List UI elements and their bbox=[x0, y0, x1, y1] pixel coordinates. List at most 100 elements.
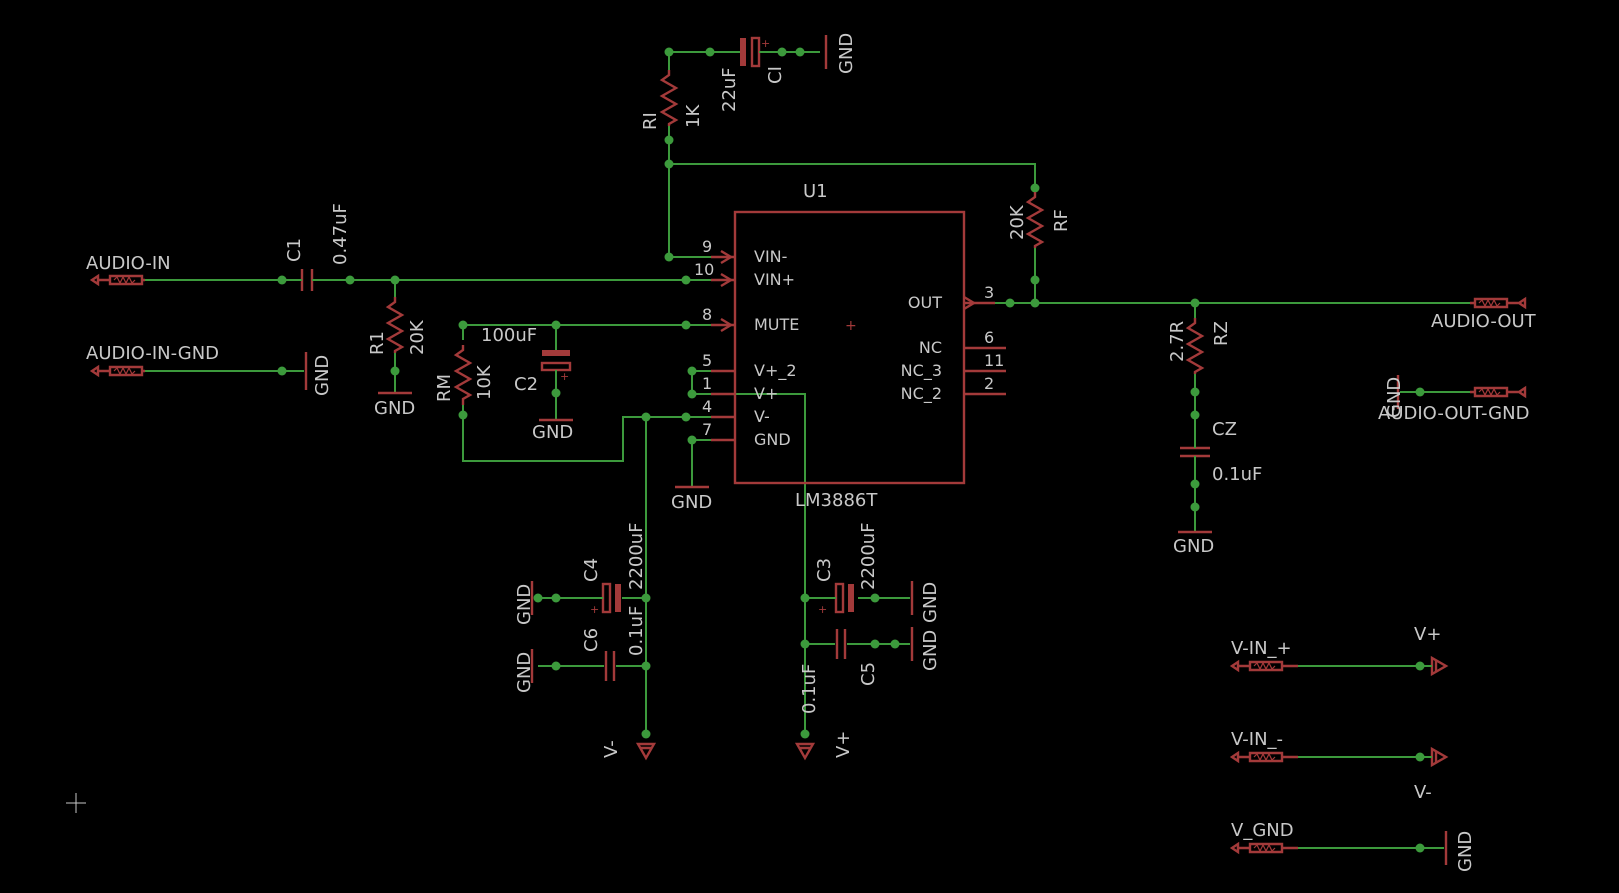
c6-value: 0.1uF bbox=[626, 606, 647, 656]
gnd-label-v-gnd: GND bbox=[1455, 831, 1476, 872]
capacitor-cz[interactable]: CZ 0.1uF bbox=[1180, 419, 1262, 485]
ci-name: CI bbox=[765, 66, 786, 84]
c3-name: C3 bbox=[814, 558, 835, 582]
capacitor-c5[interactable]: 0.1uF C5 bbox=[799, 629, 879, 714]
supply-v-minus-connector: V- bbox=[1414, 746, 1449, 803]
ri-value: 1K bbox=[683, 104, 704, 128]
capacitor-c1[interactable]: C1 0.47uF bbox=[282, 203, 351, 291]
gnd-label-audio-in: GND bbox=[312, 355, 333, 396]
ri-name: RI bbox=[640, 112, 661, 130]
pin-number-6: 6 bbox=[984, 328, 994, 347]
v-plus-label-bottom: V+ bbox=[833, 731, 854, 758]
rf-value: 20K bbox=[1007, 204, 1028, 240]
rf-name: RF bbox=[1051, 209, 1072, 232]
capacitor-c2[interactable]: + 100uF C2 bbox=[481, 325, 572, 395]
audio-out-connector[interactable]: AUDIO-OUT bbox=[1431, 296, 1537, 332]
cz-name: CZ bbox=[1212, 419, 1237, 440]
rz-value: 2.7R bbox=[1167, 321, 1188, 362]
pin-number-3: 3 bbox=[984, 283, 994, 302]
audio-out-gnd-label: AUDIO-OUT-GND bbox=[1378, 403, 1529, 424]
resistor-r1[interactable]: R1 20K bbox=[367, 297, 428, 355]
audio-out-gnd-connector[interactable]: AUDIO-OUT-GND bbox=[1378, 385, 1529, 424]
pin-vplus-2: V+_2 bbox=[754, 361, 797, 381]
c2-name: C2 bbox=[514, 374, 538, 395]
cursor-crosshair-icon bbox=[66, 793, 86, 813]
svg-text:+: + bbox=[818, 603, 827, 616]
gnd-label-c3: GND bbox=[920, 582, 941, 623]
pin-nc-3: NC_3 bbox=[901, 361, 942, 381]
gnd-symbol-c3: GND bbox=[910, 581, 941, 623]
svg-text:+: + bbox=[761, 37, 770, 50]
v-minus-label-connector: V- bbox=[1414, 782, 1432, 803]
gnd-label-c2: GND bbox=[532, 422, 573, 443]
capacitor-c4[interactable]: + C4 2200uF bbox=[581, 522, 647, 616]
v-in-plus-label: V-IN_+ bbox=[1231, 638, 1292, 659]
ic-name: U1 bbox=[803, 181, 828, 202]
ic-u1[interactable]: U1 LM3886T + VIN- VIN+ MUTE V+_2 V+ V- G… bbox=[694, 181, 1006, 511]
c2-value: 100uF bbox=[481, 325, 537, 346]
cz-value: 0.1uF bbox=[1212, 464, 1262, 485]
pin-gnd: GND bbox=[754, 430, 791, 449]
c5-name: C5 bbox=[858, 662, 879, 686]
gnd-label-c4: GND bbox=[514, 584, 535, 625]
c1-name: C1 bbox=[284, 238, 305, 262]
gnd-label-c5: GND bbox=[920, 630, 941, 671]
pin-vin-plus: VIN+ bbox=[754, 270, 795, 289]
gnd-label-ic: GND bbox=[671, 492, 712, 513]
c3-value: 2200uF bbox=[858, 522, 879, 590]
gnd-label-ci: GND bbox=[836, 33, 857, 74]
rm-value: 10K bbox=[474, 364, 495, 400]
v-in-minus-label: V-IN_- bbox=[1231, 729, 1283, 750]
pin-nc-2: NC_2 bbox=[901, 384, 942, 404]
ic-value: LM3886T bbox=[795, 490, 878, 511]
v-gnd-label: V_GND bbox=[1231, 820, 1294, 841]
audio-in-gnd-label: AUDIO-IN-GND bbox=[86, 343, 219, 364]
pin-number-1: 1 bbox=[702, 374, 712, 393]
rz-name: RZ bbox=[1211, 321, 1232, 346]
ci-value: 22uF bbox=[719, 67, 740, 112]
c4-name: C4 bbox=[581, 558, 602, 582]
capacitor-c6[interactable]: C6 0.1uF bbox=[581, 606, 647, 681]
r1-name: R1 bbox=[367, 331, 388, 355]
gnd-label-c6: GND bbox=[514, 652, 535, 693]
gnd-symbol-c6: GND bbox=[514, 649, 535, 693]
pin-vplus: V+ bbox=[754, 384, 778, 403]
pin-number-10: 10 bbox=[694, 260, 714, 279]
resistor-ri[interactable]: RI 1K bbox=[640, 70, 704, 130]
capacitor-ci[interactable]: + 22uF CI bbox=[718, 36, 786, 112]
resistor-rm[interactable]: RM 10K bbox=[434, 345, 495, 405]
gnd-symbol-c5: GND bbox=[910, 627, 941, 671]
gnd-symbol-c4: GND bbox=[514, 581, 535, 625]
capacitor-c3[interactable]: + C3 2200uF bbox=[814, 522, 879, 616]
audio-in-connector[interactable]: AUDIO-IN bbox=[86, 253, 171, 287]
rm-name: RM bbox=[434, 374, 455, 402]
gnd-symbol-audio-in: GND bbox=[282, 352, 333, 396]
audio-in-gnd-connector[interactable]: AUDIO-IN-GND bbox=[86, 343, 219, 378]
pin-number-8: 8 bbox=[702, 305, 712, 324]
v-in-minus-connector[interactable]: V-IN_- bbox=[1229, 729, 1298, 764]
supply-v-plus-connector: V+ bbox=[1414, 624, 1449, 677]
gnd-symbol-v-gnd: GND bbox=[1420, 831, 1476, 872]
r1-value: 20K bbox=[407, 319, 428, 355]
ic-origin-mark: + bbox=[845, 318, 857, 334]
pin-number-7: 7 bbox=[702, 420, 712, 439]
resistor-rz[interactable]: 2.7R RZ bbox=[1167, 318, 1232, 374]
gnd-symbol-ci: GND bbox=[824, 33, 857, 74]
v-minus-label-left: V- bbox=[601, 740, 622, 758]
gnd-symbol-cz: GND bbox=[1173, 530, 1214, 557]
v-in-plus-connector[interactable]: V-IN_+ bbox=[1229, 638, 1298, 673]
c1-value: 0.47uF bbox=[330, 203, 351, 265]
supply-v-minus-left: V- bbox=[601, 740, 657, 761]
pin-number-5: 5 bbox=[702, 351, 712, 370]
resistor-rf[interactable]: 20K RF bbox=[1007, 192, 1072, 248]
c4-value: 2200uF bbox=[626, 522, 647, 590]
v-plus-label-connector: V+ bbox=[1414, 624, 1441, 645]
gnd-label-cz: GND bbox=[1173, 536, 1214, 557]
pin-number-11: 11 bbox=[984, 351, 1004, 370]
gnd-label-audio-out: GND bbox=[1384, 377, 1405, 418]
pin-out: OUT bbox=[908, 293, 942, 312]
pin-number-4: 4 bbox=[702, 397, 712, 416]
v-gnd-connector[interactable]: V_GND bbox=[1229, 820, 1298, 855]
